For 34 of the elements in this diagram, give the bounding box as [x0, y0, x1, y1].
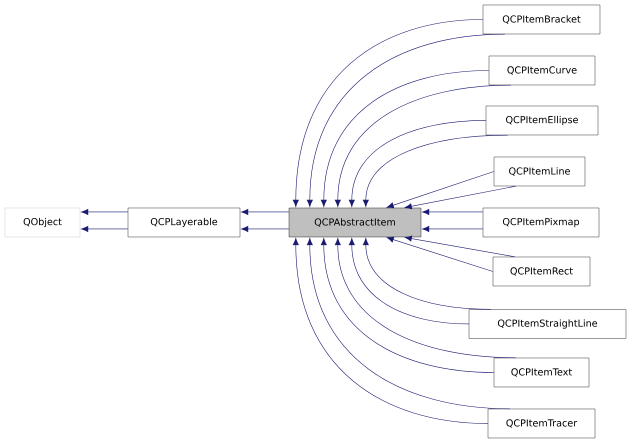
inheritance-arrow: [348, 120, 486, 207]
inheritance-arrow: [334, 84, 512, 207]
inheritance-arrow: [404, 236, 516, 258]
inheritance-arrow: [362, 134, 508, 207]
inheritance-arrow: [362, 238, 492, 310]
inheritance-arrow: [422, 226, 484, 232]
class-box: QCPItemTracer: [488, 408, 596, 438]
class-box: QCPItemRect: [492, 256, 590, 286]
inheritance-arrow: [241, 208, 290, 215]
inheritance-arrow: [292, 238, 488, 424]
inheritance-arrow: [81, 208, 128, 215]
class-box: QCPItemLine: [494, 156, 586, 186]
class-box: QCPAbstractItem: [288, 208, 422, 238]
inheritance-arrow: [348, 238, 470, 324]
inheritance-arrow: [334, 238, 516, 358]
class-box: QCPItemEllipse: [486, 106, 598, 136]
class-box: QCPItemPixmap: [482, 208, 600, 238]
class-box: QCPItemCurve: [488, 56, 596, 86]
class-box: QCPItemStraightLine: [468, 309, 626, 339]
inheritance-arrow: [320, 238, 494, 373]
inheritance-arrow: [241, 226, 290, 232]
inheritance-arrow: [386, 236, 494, 272]
class-box: QCPItemBracket: [482, 4, 600, 34]
class-box: QObject: [4, 208, 80, 238]
inheritance-arrow: [292, 19, 484, 207]
class-box: QCPLayerable: [128, 208, 240, 238]
inheritance-arrow: [81, 226, 128, 232]
inheritance-arrow: [306, 238, 510, 410]
inheritance-arrow: [386, 171, 494, 208]
inheritance-arrow: [320, 70, 490, 207]
inheritance-arrow: [404, 186, 516, 210]
class-box: QCPItemText: [494, 358, 590, 388]
inheritance-arrow: [422, 208, 484, 215]
inheritance-arrow: [306, 34, 506, 207]
